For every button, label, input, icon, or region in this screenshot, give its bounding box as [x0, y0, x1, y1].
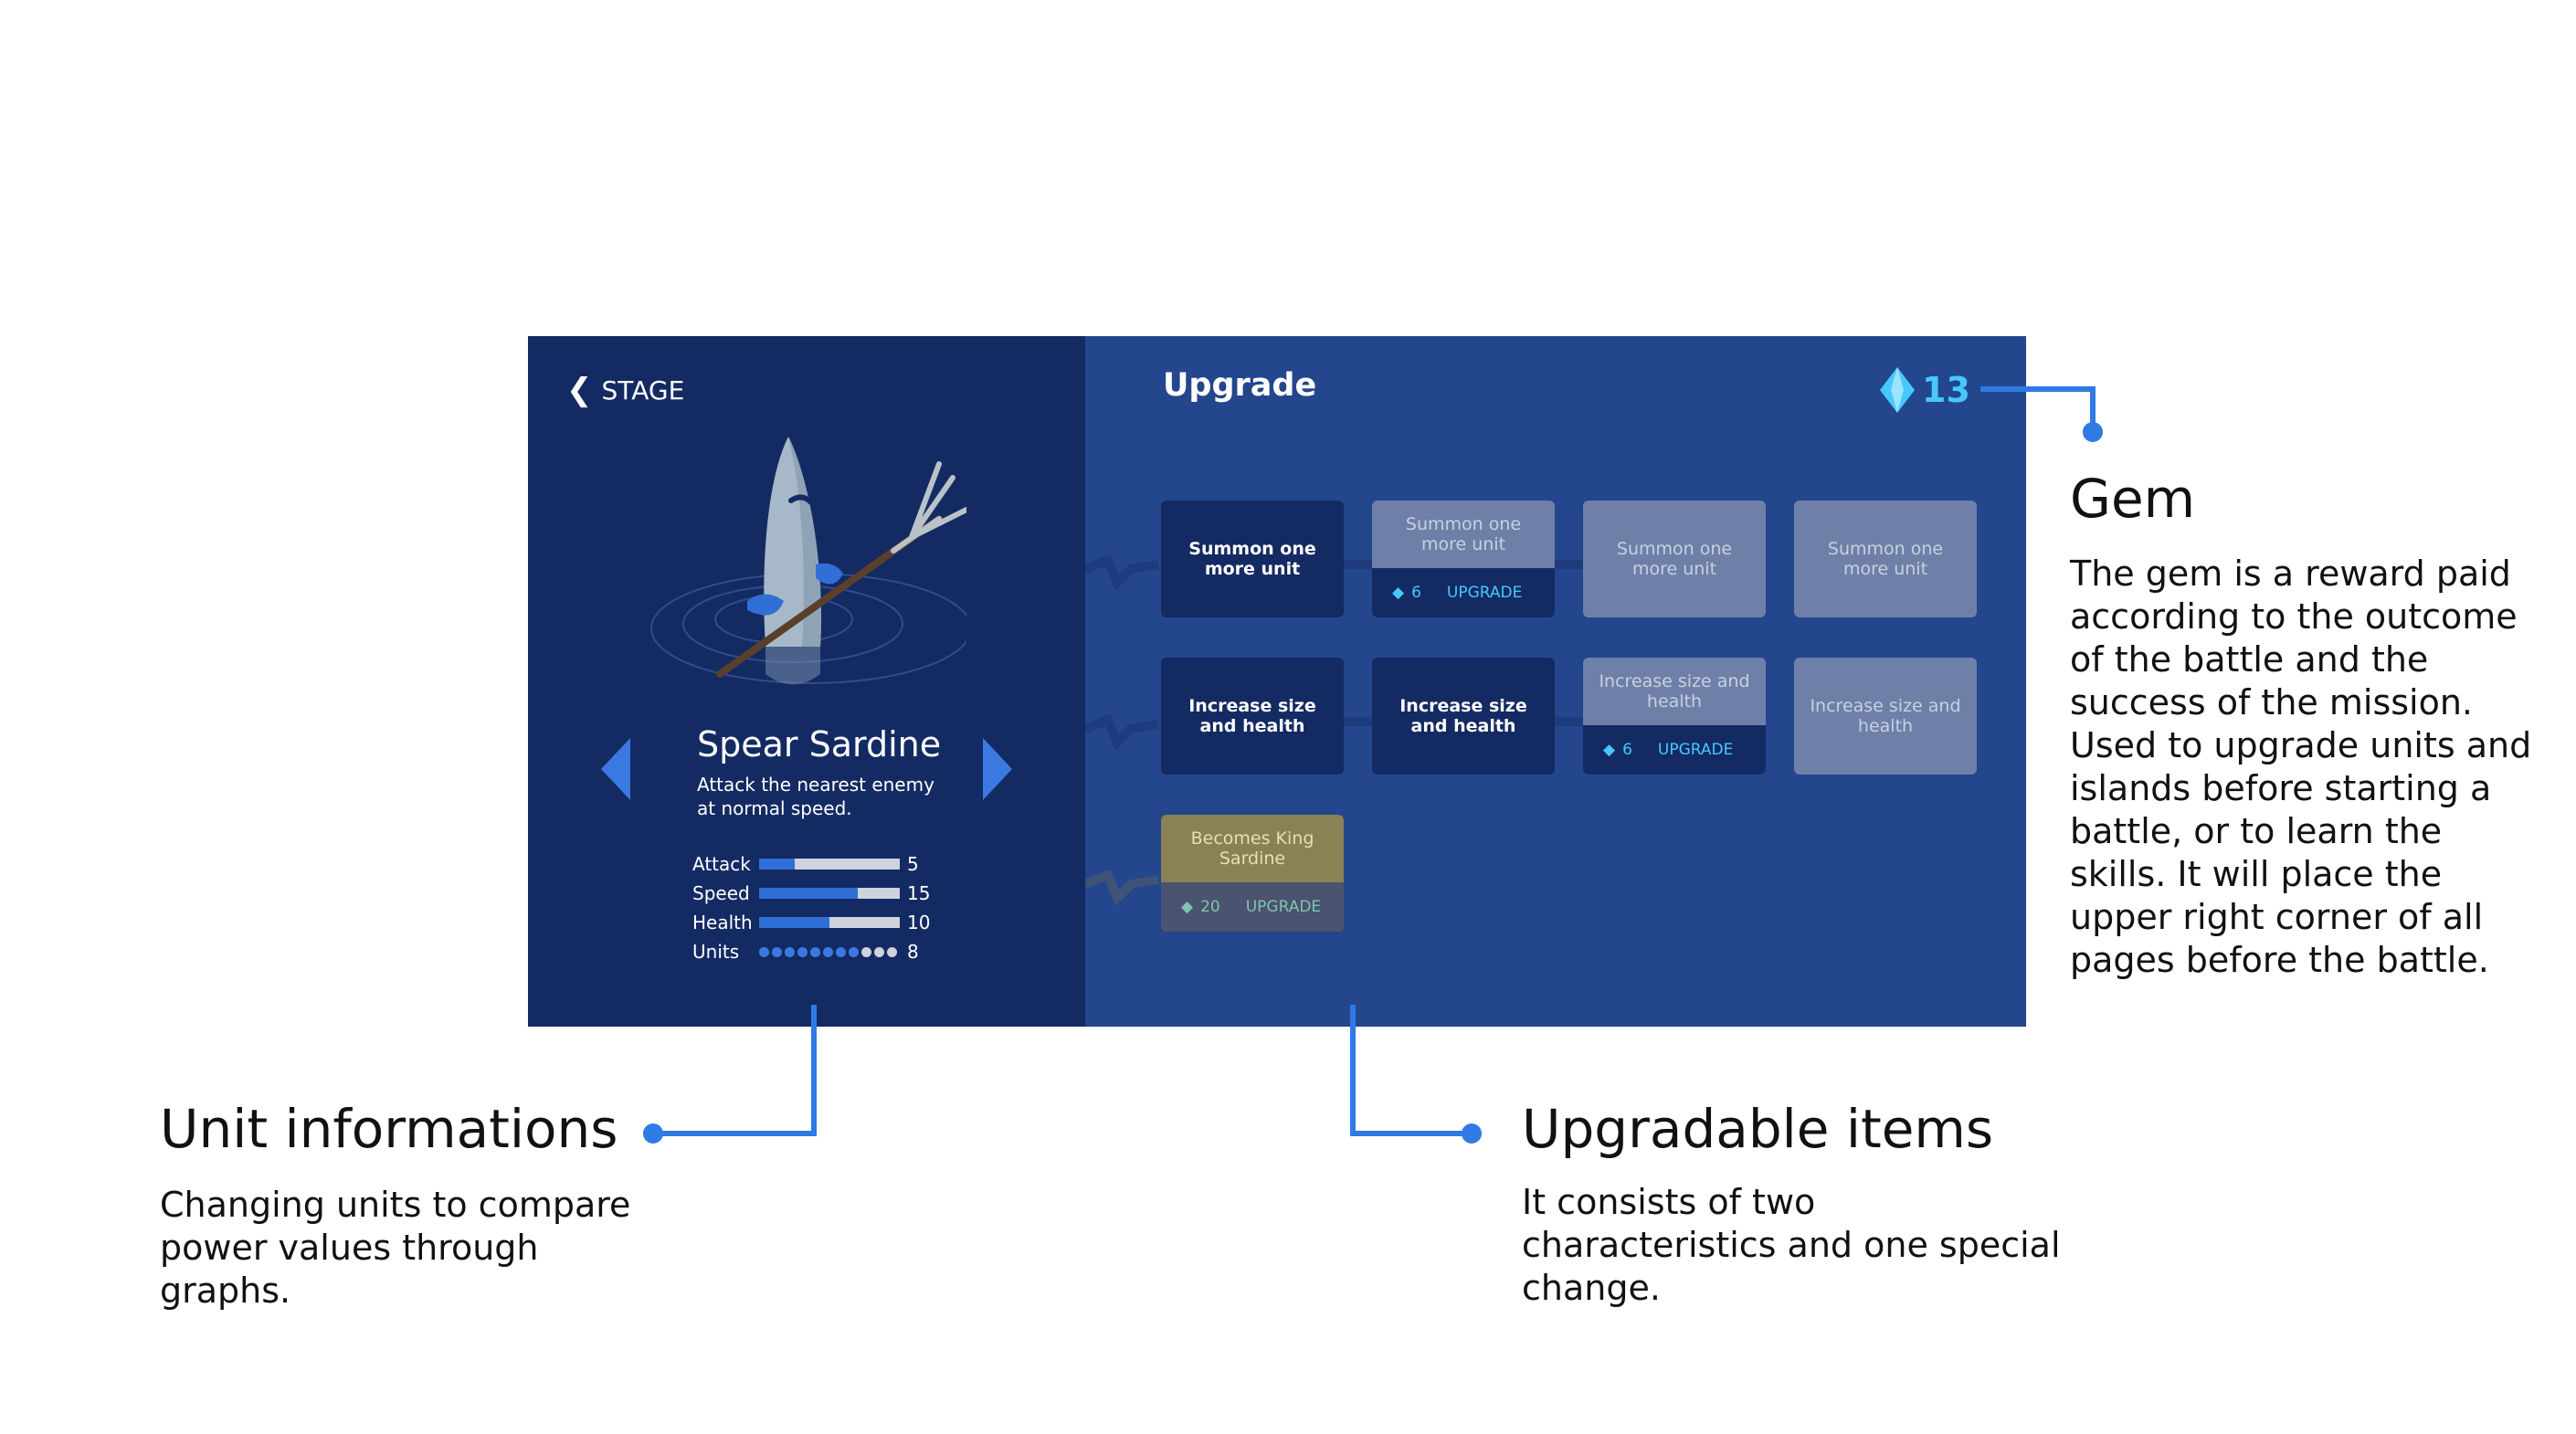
- bar-fill: [759, 859, 795, 870]
- unit-dot: [823, 946, 833, 957]
- upgradable-annotation-title: Upgradable items: [1522, 1098, 1994, 1160]
- stat-row-health: Health 10: [692, 911, 930, 934]
- attack-bar: [759, 859, 900, 870]
- card-cost: 6: [1622, 741, 1632, 759]
- tree-connectors: [1085, 554, 1159, 906]
- speed-bar: [759, 888, 900, 899]
- upgrade-button[interactable]: UPGRADE: [1245, 898, 1322, 916]
- gem-icon: [1880, 367, 1915, 413]
- unit-dot: [785, 946, 795, 957]
- game-screen: ❮ STAGE Spear Sardine Attack the nearest…: [528, 336, 2026, 1027]
- upgradable-callout-pin: [1462, 1123, 1482, 1144]
- gem-callout-line: [1980, 386, 2096, 392]
- stat-label: Health: [692, 912, 753, 933]
- stat-value: 5: [907, 853, 919, 875]
- upgrade-card-summon-2[interactable]: Summon one more unit ◆ 6 UPGRADE: [1372, 501, 1555, 617]
- back-label: STAGE: [601, 374, 685, 406]
- unit-dot: [797, 946, 808, 957]
- card-text: Summon one more unit: [1188, 539, 1316, 579]
- card-footer: ◆ 6 UPGRADE: [1583, 725, 1766, 775]
- unit-info-callout-pin: [643, 1123, 663, 1144]
- unit-info-callout-line: [811, 1005, 817, 1136]
- card-footer: ◆ 6 UPGRADE: [1372, 568, 1555, 617]
- unit-info-panel: ❮ STAGE Spear Sardine Attack the nearest…: [528, 336, 1085, 1027]
- unit-info-annotation-title: Unit informations: [160, 1098, 618, 1160]
- gem-callout-pin: [2083, 422, 2103, 442]
- gem-count: 13: [1922, 370, 1970, 410]
- units-dots: [759, 946, 900, 957]
- page-title: Upgrade: [1163, 367, 1317, 404]
- upgrade-card-size-2[interactable]: Increase size and health: [1372, 658, 1555, 775]
- stat-label: Units: [692, 941, 740, 963]
- unit-dot: [861, 946, 871, 957]
- upgrade-card-summon-3[interactable]: Summon one more unit: [1583, 501, 1766, 617]
- unit-info-annotation-body: Changing units to compare power values t…: [160, 1185, 631, 1311]
- card-text: Increase size and health: [1399, 696, 1527, 736]
- upgradable-callout-line: [1350, 1005, 1356, 1136]
- stat-value: 10: [907, 912, 931, 933]
- gem-icon: ◆: [1392, 584, 1405, 602]
- upgrade-button[interactable]: UPGRADE: [1446, 584, 1523, 602]
- card-text: Increase size and health: [1810, 696, 1961, 736]
- chevron-left-icon: ❮: [566, 372, 593, 408]
- unit-description: Attack the nearest enemy at normal speed…: [697, 774, 934, 819]
- unit-dot: [874, 946, 884, 957]
- spear-sardine-illustration: [650, 437, 966, 685]
- next-unit-arrow[interactable]: [983, 738, 1012, 800]
- upgrade-card-size-4[interactable]: Increase size and health: [1794, 658, 1977, 775]
- gem-callout-line: [2090, 386, 2096, 432]
- gem-counter: 13: [1880, 367, 1970, 413]
- gem-annotation-title: Gem: [2070, 468, 2196, 530]
- bar-fill: [759, 888, 858, 899]
- card-text: Increase size and health: [1188, 696, 1316, 736]
- health-bar: [759, 917, 900, 928]
- card-cost: 20: [1200, 898, 1220, 916]
- upgradable-callout-line: [1350, 1131, 1469, 1136]
- unit-name: Spear Sardine: [697, 724, 942, 764]
- card-text: Summon one more unit: [1616, 539, 1733, 579]
- unit-dot: [836, 946, 846, 957]
- card-text: Summon one more unit: [1827, 539, 1944, 579]
- unit-info-callout-line: [653, 1131, 817, 1136]
- card-text: Becomes King Sardine: [1190, 828, 1314, 869]
- stat-label: Attack: [692, 853, 751, 875]
- stat-label: Speed: [692, 882, 750, 904]
- unit-dot: [759, 946, 769, 957]
- upgrade-card-summon-1[interactable]: Summon one more unit: [1161, 501, 1344, 617]
- card-footer: ◆ 20 UPGRADE: [1161, 882, 1344, 932]
- stat-row-attack: Attack 5: [692, 852, 919, 876]
- unit-dot: [810, 946, 820, 957]
- stat-row-speed: Speed 15: [692, 881, 930, 905]
- stat-row-units: Units 8: [692, 940, 919, 964]
- stat-value: 8: [907, 941, 919, 963]
- gem-icon: ◆: [1181, 898, 1194, 916]
- previous-unit-arrow[interactable]: [601, 738, 630, 800]
- stat-value: 15: [907, 882, 931, 904]
- unit-dot: [887, 946, 897, 957]
- gem-annotation-body: The gem is a reward paid according to th…: [2070, 554, 2532, 980]
- gem-icon: ◆: [1603, 741, 1616, 759]
- upgrade-card-king-sardine[interactable]: Becomes King Sardine ◆ 20 UPGRADE: [1161, 815, 1344, 932]
- card-cost: 6: [1411, 584, 1421, 602]
- card-text: Summon one more unit: [1405, 514, 1522, 554]
- unit-dot: [849, 946, 859, 957]
- upgrade-card-size-1[interactable]: Increase size and health: [1161, 658, 1344, 775]
- card-text: Increase size and health: [1599, 671, 1750, 712]
- unit-dot: [772, 946, 782, 957]
- back-button[interactable]: ❮ STAGE: [566, 374, 684, 406]
- upgrade-card-summon-4[interactable]: Summon one more unit: [1794, 501, 1977, 617]
- upgradable-annotation-body: It consists of two characteristics and o…: [1522, 1182, 2061, 1308]
- upgrade-button[interactable]: UPGRADE: [1657, 741, 1734, 759]
- bar-fill: [759, 917, 829, 928]
- upgrade-card-size-3[interactable]: Increase size and health ◆ 6 UPGRADE: [1583, 658, 1766, 775]
